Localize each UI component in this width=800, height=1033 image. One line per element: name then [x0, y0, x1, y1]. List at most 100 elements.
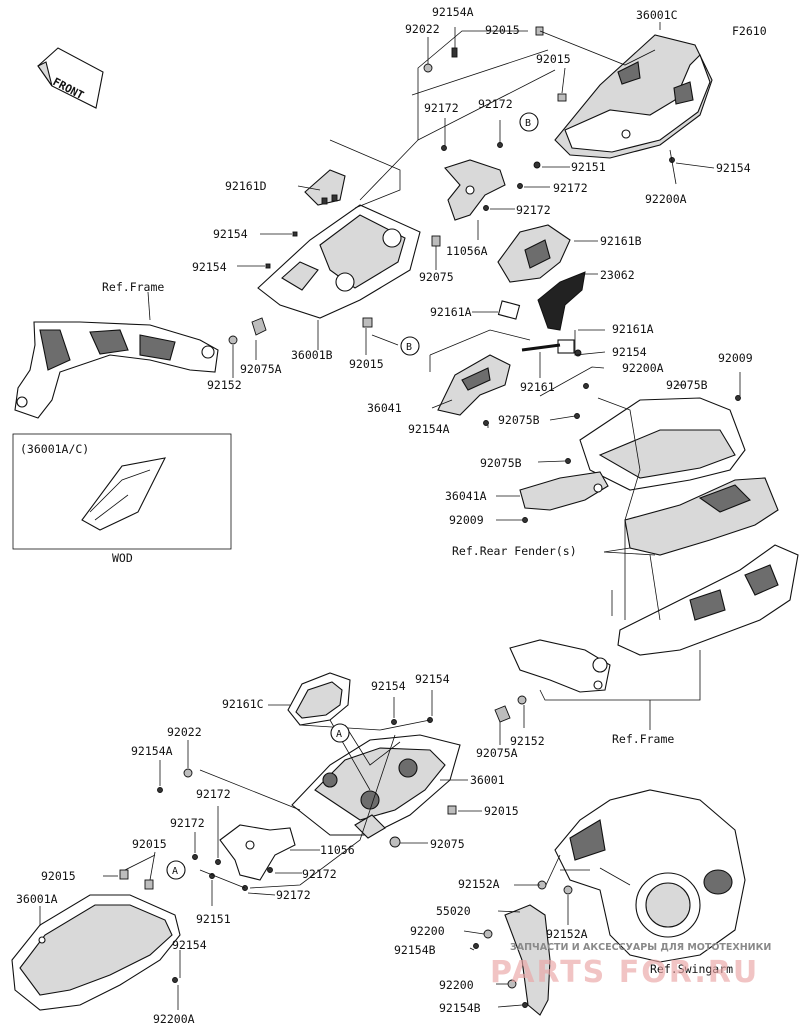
part-label: 92200A: [153, 1012, 195, 1026]
part-label: 92075: [430, 837, 465, 851]
seat-cowl-panel-36001b: [257, 204, 421, 319]
part-label: 92200: [410, 924, 445, 938]
tail-lens-92161d: [304, 169, 346, 206]
part-label: 92200: [439, 978, 474, 992]
hardware-fasteners: [119, 26, 741, 1008]
bracket-36041: [437, 354, 511, 416]
part-label: 92075B: [480, 456, 522, 470]
fender-bracket-36041a: [519, 471, 609, 511]
part-label: 92154: [716, 161, 751, 175]
part-label: 92015: [132, 837, 167, 851]
leader-lines: [39, 22, 741, 1010]
part-label: 11056A: [446, 244, 488, 258]
part-label: 92154: [371, 679, 406, 693]
seat-cowl-36001c: [554, 34, 713, 159]
part-label: 92152A: [546, 927, 588, 941]
part-label: 92161A: [612, 322, 654, 336]
callout-a-bot-label: A: [172, 866, 178, 877]
part-label: 92075B: [666, 378, 708, 392]
part-label: 92075: [419, 270, 454, 284]
seat-cowl-36001a: [11, 894, 181, 1011]
tail-lens-92161b: [497, 224, 571, 283]
callout-a-bot: A: [166, 860, 186, 880]
part-label: 92154B: [439, 1001, 481, 1015]
callout-b-top: B: [519, 112, 539, 132]
part-label: 92154: [612, 345, 647, 359]
part-label: 92015: [485, 23, 520, 37]
part-label: 92172: [196, 787, 231, 801]
part-label: 55020: [436, 904, 471, 918]
part-label: 92161D: [225, 179, 267, 193]
part-label: 92009: [449, 513, 484, 527]
part-label: 92015: [536, 52, 571, 66]
part-label: 92154B: [394, 943, 436, 957]
part-label: 92154A: [432, 5, 474, 19]
part-label: 92151: [571, 160, 606, 174]
callout-b-top-label: B: [525, 118, 531, 129]
callout-b-mid: B: [400, 336, 420, 356]
part-label: 92154: [415, 672, 450, 686]
watermark-tagline: ЗАПЧАСТИ И АКСЕССУАРЫ ДЛЯ МОТОТЕХНИКИ: [510, 942, 771, 953]
part-label: Ref.Frame: [102, 280, 164, 294]
part-label: 92172: [478, 97, 513, 111]
callout-a-mid: A: [330, 723, 350, 743]
part-label: Ref.Swingarm: [650, 962, 733, 976]
bracket-11056a: [444, 159, 506, 221]
bracket-11056: [219, 824, 296, 881]
part-label: 92015: [41, 869, 76, 883]
part-label: 92022: [167, 725, 202, 739]
part-label: 92152: [207, 378, 242, 392]
part-label: 36041: [367, 401, 402, 415]
front-arrow-badge: FRONT: [37, 47, 104, 109]
part-label: 92154A: [131, 744, 173, 758]
part-label: 92161C: [222, 697, 264, 711]
part-label: 36001: [470, 773, 505, 787]
rear-frame-part: [14, 321, 219, 419]
callout-a-mid-label: A: [336, 729, 342, 740]
tail-section-assembly: [579, 397, 779, 556]
part-label: 92172: [553, 181, 588, 195]
inset-box: (36001A/C) WOD: [12, 433, 232, 565]
part-label: 92154: [192, 260, 227, 274]
rear-frame-right: [509, 544, 799, 693]
watermark: ЗАПЧАСТИ И АКСЕССУАРЫ ДЛЯ МОТОТЕХНИКИ PA…: [490, 942, 771, 990]
part-label: 92161A: [430, 305, 472, 319]
part-label: 92161: [520, 380, 555, 394]
seat-cowl-panel-36001: [291, 734, 461, 839]
part-label: 92152: [510, 734, 545, 748]
part-label: 92022: [405, 22, 440, 36]
part-label: 11056: [320, 843, 355, 857]
part-label: 92151: [196, 912, 231, 926]
part-label: 92015: [484, 804, 519, 818]
diagram-code: F2610: [732, 24, 767, 38]
part-label: 92015: [349, 357, 384, 371]
part-label: Ref.Rear Fender(s): [452, 544, 577, 558]
part-label: 92154A: [408, 422, 450, 436]
part-label: 92075A: [476, 746, 518, 760]
part-label: 92172: [170, 816, 205, 830]
part-label: 92200A: [645, 192, 687, 206]
part-label: 92075B: [498, 413, 540, 427]
part-label: 23062: [600, 268, 635, 282]
part-label: 92009: [718, 351, 753, 365]
part-label: 92172: [516, 203, 551, 217]
part-label: 92200A: [622, 361, 664, 375]
tail-lens-92161c: [287, 672, 351, 726]
part-label: 36001A: [16, 892, 58, 906]
part-label: 36041A: [445, 489, 487, 503]
part-label: 36001B: [291, 348, 333, 362]
part-label: 92172: [276, 888, 311, 902]
part-label: 92161B: [600, 234, 642, 248]
part-label: 92075A: [240, 362, 282, 376]
part-labels: 92154A 92022 92015 36001C 92015 92172 92…: [16, 5, 753, 1026]
watermark-logo: PARTS FOR.RU: [490, 955, 759, 990]
bracket-23062: [497, 271, 586, 354]
part-label: 92172: [302, 867, 337, 881]
swingarm-part: [554, 789, 746, 963]
chain-guard-55020: [504, 904, 551, 1016]
part-label: 36001C: [636, 8, 678, 22]
callout-b-mid-label: B: [406, 342, 412, 353]
part-label: 92172: [424, 101, 459, 115]
part-label: 92154: [213, 227, 248, 241]
